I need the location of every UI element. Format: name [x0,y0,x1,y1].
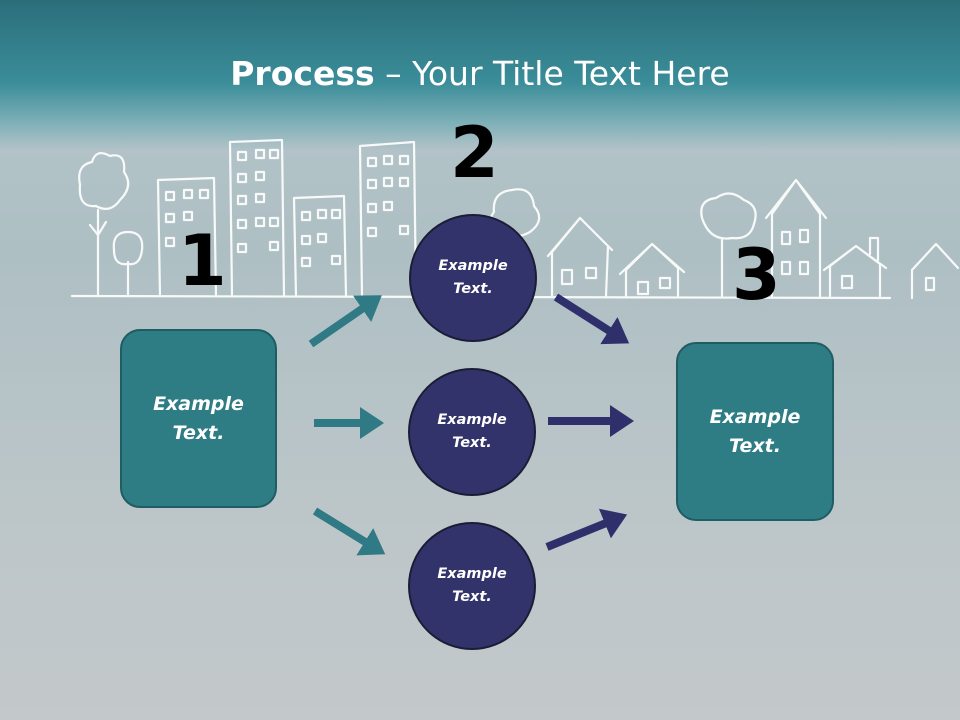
title-bold: Process [230,54,375,93]
step-number-3: 3 [732,234,781,316]
circle-top-text: Example Text. [438,258,508,297]
step-number-2: 2 [450,112,499,194]
circle-middle: Example Text. [408,368,536,496]
circle-top: Example Text. [409,214,537,342]
arrow-left-to-top [308,295,382,348]
step-number-1: 1 [178,220,227,302]
left-box-text: Example Text. [153,392,244,444]
title-rest: – Your Title Text Here [374,54,730,93]
title-band [0,0,960,150]
circle-middle-text: Example Text. [437,412,507,451]
page-title: Process – Your Title Text Here [0,52,960,96]
right-process-box: Example Text. [676,342,834,521]
arrow-left-to-bottom [312,507,386,556]
arrow-bottom-to-right [545,508,628,551]
arrow-top-to-right [553,293,630,345]
left-process-box: Example Text. [120,329,277,508]
right-box-text: Example Text. [709,405,801,457]
circle-bottom-text: Example Text. [437,566,507,605]
circle-bottom: Example Text. [408,522,536,650]
